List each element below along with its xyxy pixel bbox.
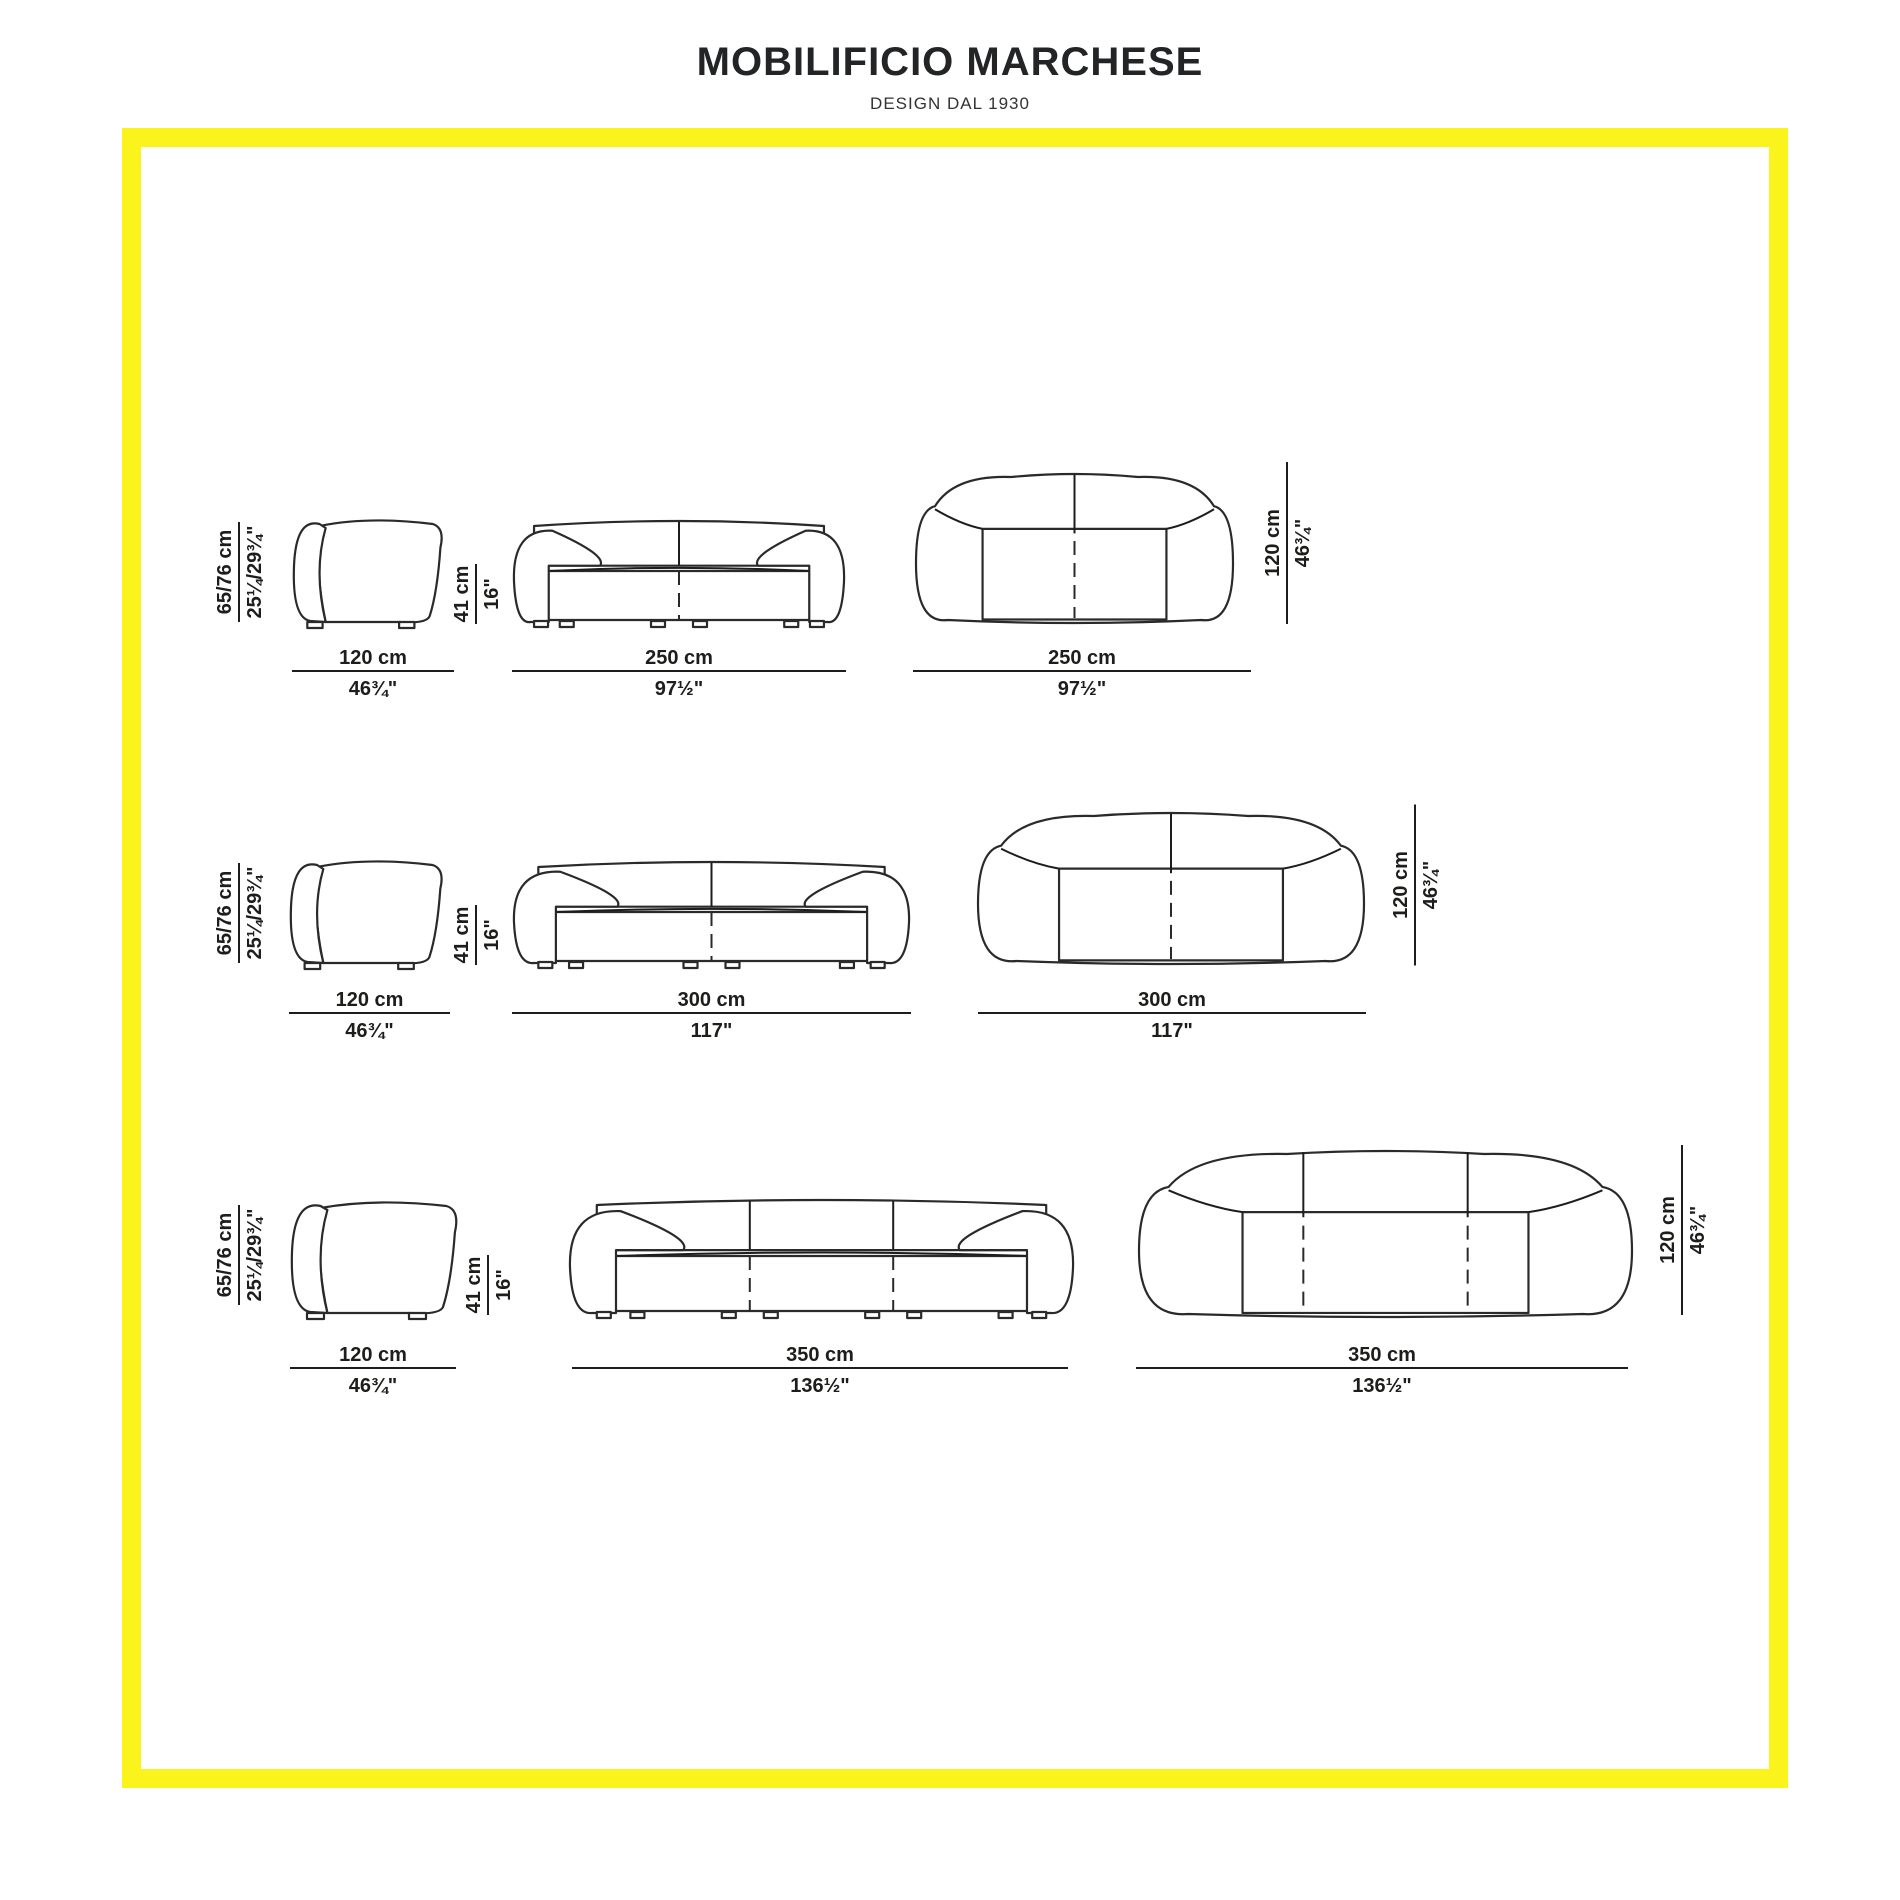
width-in-label: 46¾" bbox=[349, 678, 397, 700]
brand-tagline: DESIGN DAL 1930 bbox=[870, 94, 1030, 113]
width-cm-label: 300 cm bbox=[678, 989, 746, 1011]
foot bbox=[762, 1310, 779, 1320]
width-cm-label: 250 cm bbox=[645, 647, 713, 669]
depth-cm-label: 120 cm bbox=[1657, 1196, 1679, 1264]
back-edge bbox=[934, 508, 1215, 530]
foot bbox=[649, 619, 667, 629]
seat-cushion-edge bbox=[555, 907, 868, 913]
side-foot bbox=[303, 961, 322, 971]
depth-in-label: 46¾" bbox=[1687, 1206, 1709, 1254]
left-arm bbox=[568, 1210, 686, 1315]
width-in-label: 97½" bbox=[655, 678, 703, 700]
front-view bbox=[568, 1198, 1075, 1320]
depth-cm-label: 120 cm bbox=[1390, 851, 1412, 919]
foot bbox=[906, 1310, 923, 1320]
backrest bbox=[595, 1198, 1048, 1252]
back-edge bbox=[1000, 847, 1342, 870]
side-foot bbox=[407, 1311, 428, 1321]
side-arm bbox=[289, 863, 325, 965]
sofa-row-2: 120 cm 46¾" 65/76 cm 25¼/29¾" 300 cm 117" 41 c… bbox=[214, 804, 1442, 1042]
width-cm-label: 120 cm bbox=[339, 647, 407, 669]
width-cm-label: 350 cm bbox=[1348, 1344, 1416, 1366]
width-in-label: 136½" bbox=[1352, 1375, 1412, 1397]
width-in-label: 46¾" bbox=[345, 1020, 393, 1042]
side-body bbox=[317, 1201, 458, 1315]
brand-logo: MOBILIFICIO MARCHESE bbox=[696, 40, 1204, 84]
width-in-label: 117" bbox=[1151, 1020, 1193, 1042]
foot bbox=[838, 960, 856, 970]
sofa-row-3: 120 cm 46¾" 65/76 cm 25¼/29¾" 350 cm 136½" 41 … bbox=[214, 1145, 1709, 1397]
foot bbox=[682, 960, 699, 970]
top-view bbox=[914, 472, 1235, 625]
width-in-label: 46¾" bbox=[349, 1375, 397, 1397]
seat-height-in-label: 16" bbox=[481, 578, 503, 610]
foot bbox=[864, 1310, 881, 1320]
foot bbox=[558, 619, 575, 629]
foot bbox=[808, 619, 826, 629]
height-in-label: 25¼/29¾" bbox=[244, 1209, 266, 1302]
seat-height-cm-label: 41 cm bbox=[463, 1257, 485, 1314]
width-in-label: 136½" bbox=[790, 1375, 850, 1397]
foot bbox=[567, 960, 585, 970]
seat-height-in-label: 16" bbox=[481, 919, 503, 951]
seat-cushion-edge bbox=[615, 1251, 1028, 1257]
height-in-label: 25¼/29¾" bbox=[244, 867, 266, 960]
side-body bbox=[317, 519, 443, 624]
front-view bbox=[512, 519, 846, 629]
side-view bbox=[290, 1201, 458, 1321]
foot bbox=[1031, 1310, 1048, 1320]
width-cm-label: 120 cm bbox=[336, 989, 404, 1011]
side-arm bbox=[292, 522, 327, 624]
side-arm bbox=[290, 1204, 329, 1315]
top-seat bbox=[1241, 1211, 1530, 1315]
foot bbox=[532, 619, 550, 629]
foot bbox=[869, 960, 886, 970]
side-foot bbox=[305, 1311, 326, 1321]
front-view bbox=[512, 860, 911, 970]
left-arm bbox=[512, 870, 620, 965]
width-cm-label: 250 cm bbox=[1048, 647, 1116, 669]
side-body bbox=[314, 860, 443, 965]
seat-cushion-edge bbox=[548, 566, 810, 572]
depth-in-label: 46¾" bbox=[1420, 861, 1442, 909]
seat-height-cm-label: 41 cm bbox=[451, 566, 473, 623]
side-foot bbox=[398, 620, 416, 630]
top-view bbox=[976, 811, 1366, 966]
right-arm bbox=[803, 870, 911, 965]
seat-height-in-label: 16" bbox=[493, 1269, 515, 1301]
height-cm-label: 65/76 cm bbox=[214, 871, 236, 956]
sofa-row-1: 120 cm 46¾" 65/76 cm 25¼/29¾" 250 cm 97½" 41 c… bbox=[214, 462, 1314, 700]
depth-cm-label: 120 cm bbox=[1262, 509, 1284, 577]
seat-height-cm-label: 41 cm bbox=[451, 907, 473, 964]
width-cm-label: 120 cm bbox=[339, 1344, 407, 1366]
width-in-label: 117" bbox=[691, 1020, 733, 1042]
width-cm-label: 300 cm bbox=[1138, 989, 1206, 1011]
side-view bbox=[292, 519, 443, 630]
back-edge bbox=[1168, 1189, 1603, 1214]
side-foot bbox=[306, 620, 324, 630]
width-cm-label: 350 cm bbox=[786, 1344, 854, 1366]
depth-in-label: 46¾" bbox=[1292, 519, 1314, 567]
right-arm bbox=[957, 1210, 1075, 1315]
height-in-label: 25¼/29¾" bbox=[244, 526, 266, 619]
width-in-label: 97½" bbox=[1058, 678, 1106, 700]
height-cm-label: 65/76 cm bbox=[214, 1213, 236, 1298]
seat-base bbox=[605, 1254, 1038, 1313]
foot bbox=[724, 960, 741, 970]
right-arm bbox=[755, 529, 846, 624]
yellow-frame bbox=[122, 128, 1788, 1788]
foot bbox=[783, 619, 800, 629]
top-view bbox=[1137, 1149, 1634, 1319]
foot bbox=[537, 960, 554, 970]
foot bbox=[691, 619, 709, 629]
foot bbox=[595, 1310, 612, 1320]
left-arm bbox=[512, 529, 603, 624]
foot bbox=[629, 1310, 646, 1320]
foot bbox=[997, 1310, 1014, 1320]
foot bbox=[720, 1310, 737, 1320]
height-cm-label: 65/76 cm bbox=[214, 530, 236, 615]
side-view bbox=[289, 860, 443, 971]
side-foot bbox=[397, 961, 415, 971]
